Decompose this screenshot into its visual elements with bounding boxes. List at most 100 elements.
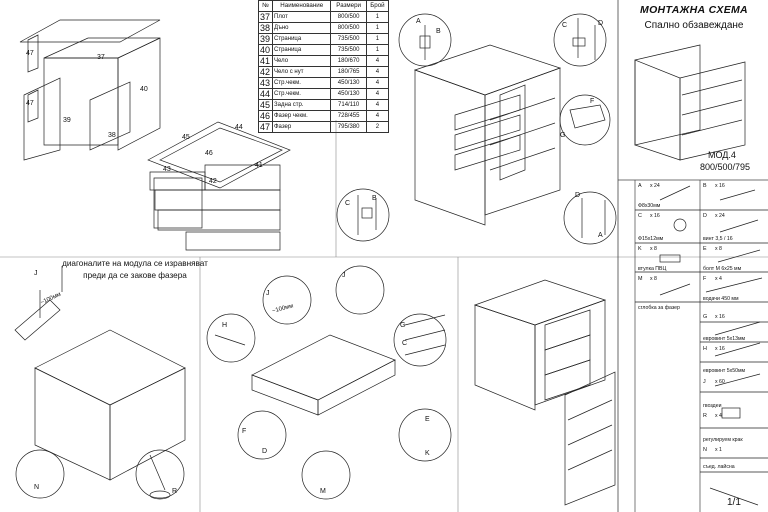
row-number: 43 [258, 76, 273, 89]
row-size: 795/380 [330, 120, 367, 133]
row-name: Чело с нут [271, 65, 332, 78]
callout-step2: C [345, 200, 351, 207]
callout-step2: G [560, 132, 566, 139]
row-size: 450/130 [330, 87, 367, 100]
hw-desc-M: сглобка за фазер [638, 305, 680, 311]
hw-qty-D: x 24 [715, 213, 725, 219]
callout-step4: E [425, 416, 430, 423]
row-number: 37 [258, 10, 273, 23]
model-label: МОД.4 [708, 150, 736, 160]
row-number: 40 [258, 43, 273, 56]
callout-panel: 47 [26, 50, 34, 57]
row-qty: 1 [365, 21, 390, 34]
callout-panel: 39 [63, 117, 71, 124]
callout-step2: F [590, 98, 595, 105]
hw-letter-M: M [638, 276, 643, 282]
row-size: 728/455 [330, 109, 367, 122]
dimensions-label: 800/500/795 [700, 162, 751, 172]
callout-drawer: 45 [182, 134, 190, 141]
hw-letter-C: C [638, 213, 642, 219]
hw-desc-K: втулка ПВЦ [638, 266, 667, 272]
row-number: 41 [258, 54, 273, 67]
hw-desc-E: болт М 6x25 мм [703, 266, 742, 272]
callout-step4: F [242, 428, 247, 435]
callout-step4: K [425, 450, 430, 457]
hw-letter-E: E [703, 246, 707, 252]
row-name: Чело [271, 54, 332, 67]
callout-panel: 47 [26, 100, 34, 107]
row-qty: 1 [365, 10, 390, 23]
row-name: Стр.чекм. [271, 87, 332, 100]
hw-desc-R: регулируем крак [703, 437, 743, 443]
row-name: Задна стр. [271, 98, 332, 111]
hw-desc-H: евровинт 5x50мм [703, 368, 746, 374]
hw-letter-F: F [703, 276, 707, 282]
hw-qty-G: x 16 [715, 314, 725, 320]
callout-step2: D [575, 192, 581, 199]
hw-qty-J: x 60 [715, 379, 725, 385]
col-size: Размери [330, 0, 367, 12]
hw-letter-N: N [703, 447, 707, 453]
row-qty: 1 [365, 32, 390, 45]
hw-qty-B: x 16 [715, 183, 725, 189]
diagonal-note: диагоналите на модула се изравняват пред… [62, 259, 208, 280]
callout-step2: B [436, 28, 441, 35]
sheet-title: МОНТАЖНА СХЕМА [640, 4, 748, 16]
hw-letter-K: K [638, 246, 642, 252]
hw-letter-H: H [703, 346, 707, 352]
row-number: 39 [258, 32, 273, 45]
hw-qty-F: x 4 [715, 276, 722, 282]
row-qty: 4 [365, 76, 390, 89]
row-qty: 2 [365, 120, 390, 133]
hw-letter-R: R [703, 413, 707, 419]
row-size: 735/500 [330, 43, 367, 56]
callout-step2: A [598, 232, 603, 239]
hw-desc-A: Ф8x30мм [638, 203, 661, 209]
row-size: 450/130 [330, 76, 367, 89]
hw-letter-B: B [703, 183, 707, 189]
row-name: Плот [271, 10, 332, 23]
row-name: Страница [271, 43, 332, 56]
callout-step2: D [598, 20, 604, 27]
callout-step4: H [222, 322, 228, 329]
row-size: 180/765 [330, 65, 367, 78]
row-size: 180/670 [330, 54, 367, 67]
hw-letter-G: G [703, 314, 708, 320]
title-block: МОНТАЖНА СХЕМА Спално обзавеждане МОД.4 … [618, 0, 768, 180]
hw-desc-C: Ф15x12мм [638, 236, 664, 242]
row-number: 46 [258, 109, 273, 122]
hw-qty-C: x 16 [650, 213, 660, 219]
callout-step4: M [320, 488, 326, 495]
row-number: 44 [258, 87, 273, 100]
callout-step3: N [34, 484, 40, 491]
hw-desc-J: гвоздеи [703, 403, 722, 409]
row-number: 45 [258, 98, 273, 111]
callout-step3: R [172, 488, 178, 495]
col-number: № [258, 0, 273, 12]
row-name: Фазер чекм. [271, 109, 332, 122]
hw-letter-J: J [703, 379, 706, 385]
row-number: 38 [258, 21, 273, 34]
callout-drawer: 44 [235, 124, 243, 131]
callout-step2: B [372, 195, 377, 202]
row-size: 714/110 [330, 98, 367, 111]
hw-desc-G: евровинт 5x13мм [703, 336, 746, 342]
callout-panel: 38 [108, 132, 116, 139]
hw-qty-H: x 16 [715, 346, 725, 352]
row-qty: 1 [365, 43, 390, 56]
callout-panel: 40 [140, 86, 148, 93]
callout-panel: 37 [97, 54, 105, 61]
row-name: Стр.чекм. [271, 76, 332, 89]
